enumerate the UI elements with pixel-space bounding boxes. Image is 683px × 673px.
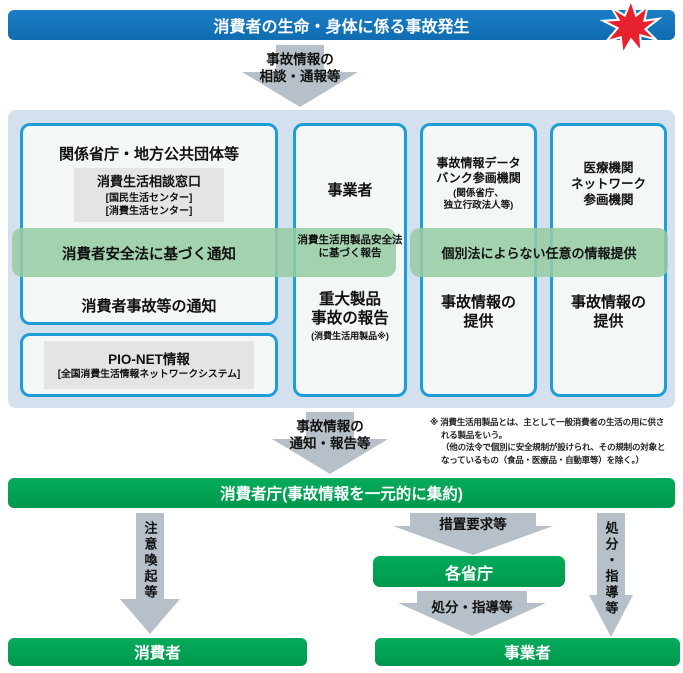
arrow-caution: 注意喚起等 — [118, 513, 182, 635]
business-operators-title: 事業者 — [327, 182, 373, 199]
consult-window-subbox — [74, 168, 224, 222]
product-definition-footnote: ※ 消費生活用製品とは、主として一般消費者の生活の用に供さ れる製品をいう。 （… — [430, 416, 683, 466]
arrow-consult-report-label: 事故情報の 相談・通報等 — [259, 52, 341, 84]
business-operator-label: 事業者 — [504, 645, 551, 662]
pio-net-subtitle: [全国消費生活情報ネットワークシステム] — [57, 369, 241, 380]
arrow-disposal-guidance-label: 処分・指導等 — [431, 600, 513, 615]
safety-act-band — [12, 228, 396, 277]
databank-orgs-subtitle: (関係省庁、 独立行政法人等) — [443, 188, 514, 211]
accident-occurrence-banner: 消費者の生命・身体に係る事故発生 — [8, 10, 675, 40]
databank-orgs-title: 事故情報データ バンク参画機関 — [436, 156, 521, 185]
voluntary-info-band — [410, 228, 668, 277]
consult-window-title: 消費生活相談窓口 — [96, 174, 201, 189]
product-safety-act-label: 消費生活用製品安全法 に基づく報告 — [297, 234, 403, 259]
arrow-disposal-guidance-right: 処分・指導等 — [587, 513, 635, 638]
local-center-label: [消費生活センター] — [105, 206, 193, 217]
arrow-caution-label: 注意喚起等 — [142, 521, 158, 601]
consumer-safety-act-label: 消費者安全法に基づく通知 — [62, 247, 236, 263]
down-arrow-icon — [242, 45, 358, 107]
arrow-notice-report-label: 事故情報の 通知・報告等 — [289, 419, 371, 451]
consumer-accident-notice-label: 消費者事故等の通知 — [81, 298, 217, 315]
accident-occurrence-label: 消費者の生命・身体に係る事故発生 — [213, 19, 470, 36]
arrow-notice-report: 事故情報の 通知・報告等 — [270, 412, 390, 475]
related-ministries-box — [20, 123, 278, 325]
related-ministries-title: 関係省庁・地方公共団体等 — [58, 146, 239, 163]
medical-network-title: 医療機関 ネットワーク 参画機関 — [570, 161, 646, 207]
consumer-label: 消費者 — [134, 645, 181, 662]
national-center-label: [国民生活センター] — [105, 193, 193, 204]
arrow-measure-demand: 措置要求等 — [393, 513, 553, 556]
serious-product-accident-note: (消費生活用製品※) — [311, 331, 389, 341]
arrow-caution-label-wrap: 注意喚起等 — [118, 521, 182, 601]
footnote-line: なっているもの（食品・医療品・自動車等）を除く。） — [441, 454, 644, 465]
pio-net-title: PIO-NET情報 — [108, 352, 190, 367]
each-ministry-box: 各省庁 — [373, 556, 565, 587]
down-arrow-icon — [393, 513, 553, 555]
medical-provide-label: 事故情報の 提供 — [570, 294, 646, 330]
each-ministry-label: 各省庁 — [444, 565, 493, 583]
consumer-bar: 消費者 — [8, 638, 307, 666]
business-operator-bar: 事業者 — [375, 638, 680, 666]
footnote-line: （他の法令で個別に安全規制が設けられ、その規制の対象と — [441, 442, 666, 452]
arrow-disposal-guidance-right-label: 処分・指導等 — [603, 521, 619, 617]
down-arrow-icon — [120, 513, 180, 634]
consumer-affairs-agency-bar: 消費者庁(事故情報を一元的に集約) — [8, 478, 675, 508]
voluntary-info-label: 個別法によらない任意の情報提供 — [441, 246, 637, 261]
databank-provide-label: 事故情報の 提供 — [440, 294, 516, 330]
footnote-line: ※ 消費生活用製品とは、主として一般消費者の生活の用に供さ — [430, 417, 665, 427]
serious-product-accident-label: 重大製品 事故の報告 — [311, 291, 389, 327]
footnote-line: れる製品をいう。 — [441, 429, 507, 440]
consumer-affairs-agency-label: 消費者庁(事故情報を一元的に集約) — [220, 486, 463, 503]
burst-icon — [599, 0, 663, 54]
down-arrow-icon — [398, 591, 546, 636]
pio-net-subbox — [44, 341, 254, 389]
arrow-disposal-guidance: 処分・指導等 — [398, 591, 546, 637]
down-arrow-icon — [272, 412, 388, 474]
arrow-measure-demand-label: 措置要求等 — [439, 517, 507, 532]
arrow-disposal-guidance-right-label-wrap: 処分・指導等 — [587, 521, 635, 617]
down-arrow-icon — [589, 513, 633, 637]
arrow-consult-report: 事故情報の 相談・通報等 — [240, 45, 360, 108]
